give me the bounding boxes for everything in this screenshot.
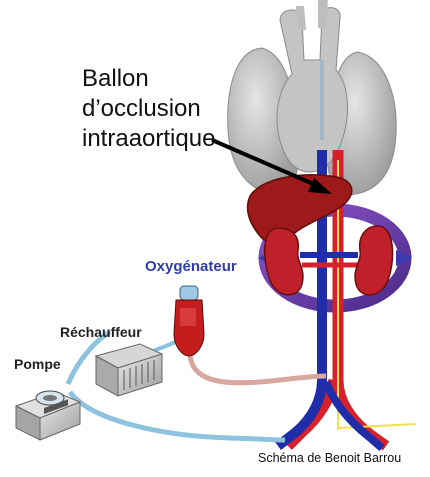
heater-device-icon (96, 344, 162, 396)
renal-vessels (300, 255, 360, 265)
pump-label: Pompe (14, 356, 61, 372)
balloon-label-line-3: intraaortique (82, 124, 215, 154)
kidney-icon (265, 226, 393, 295)
oxygenator-device-icon (174, 286, 204, 356)
oxygenator-label: Oxygénateur (145, 258, 237, 275)
balloon-label: Ballon d’occlusion intraaortique (82, 64, 215, 154)
heater-label: Réchauffeur (60, 324, 142, 340)
balloon-label-line-2: d’occlusion (82, 94, 215, 124)
credit-caption: Schéma de Benoit Barrou (258, 451, 401, 465)
heart-lungs-icon (228, 0, 396, 195)
pump-device-icon (16, 391, 80, 440)
balloon-label-line-1: Ballon (82, 64, 215, 94)
